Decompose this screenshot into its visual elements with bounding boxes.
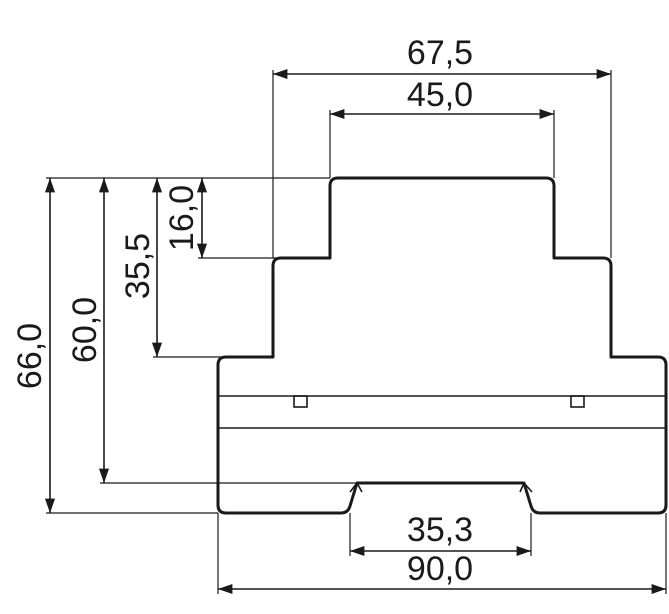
rail-groove-right	[519, 481, 533, 493]
dimension-lines	[44, 68, 666, 595]
label-width-top: 67,5	[407, 34, 473, 72]
label-width-upper: 45,0	[407, 76, 473, 114]
enclosure-outline	[216, 176, 668, 515]
left-clip	[293, 395, 308, 408]
extension-lines	[46, 70, 667, 594]
label-height-mid: 35,5	[119, 233, 157, 299]
label-height-total: 66,0	[11, 323, 49, 389]
right-clip	[570, 395, 585, 408]
label-width-total: 90,0	[407, 550, 473, 588]
dimension-labels: 67,5 45,0 66,0 60,0 35,5 16,0 35,3 90,0	[11, 34, 473, 588]
label-height-body: 60,0	[66, 297, 104, 363]
label-height-top: 16,0	[163, 185, 201, 251]
label-rail-width: 35,3	[407, 511, 473, 549]
